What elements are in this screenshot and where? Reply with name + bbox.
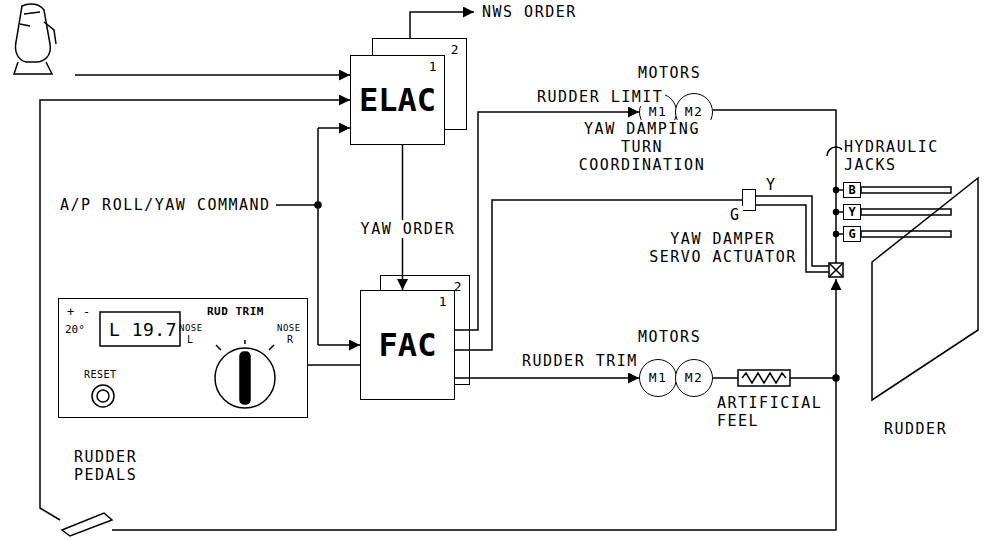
- edge-label: RUDDER TRIM: [520, 352, 640, 370]
- node-text: L 19.7: [109, 319, 177, 341]
- node-text: FAC: [379, 326, 437, 364]
- node-text: 20°: [65, 323, 85, 336]
- node-text: 1: [439, 294, 448, 310]
- node-text: ELAC: [359, 81, 436, 119]
- mixing-box: [829, 263, 843, 277]
- callout-label: MOTORS: [636, 328, 703, 346]
- callout-label: ARTIFICIAL FEEL: [715, 394, 834, 430]
- node-text: B: [848, 184, 855, 196]
- callout-label: A/P ROLL/YAW COMMAND: [58, 196, 273, 214]
- rudder-pedal-icon: [62, 513, 112, 536]
- feel-to-rudder: [835, 279, 837, 378]
- node-text: M2: [685, 104, 704, 120]
- controller-box: ELAC 1: [350, 55, 445, 145]
- nws-wire: [410, 12, 474, 38]
- node-text: +: [67, 305, 74, 319]
- pedal-feedback-wire: [40, 100, 350, 520]
- trim-display: [100, 312, 180, 346]
- edge-label: YAW DAMPING TURN COORDINATION: [560, 120, 724, 174]
- motor-circle: M1: [639, 359, 677, 397]
- node-text: 2: [451, 42, 460, 58]
- hydraulic-jack: B: [843, 182, 861, 198]
- servo-actuator: YAW DAMPER SERVO ACTUATOR: [742, 189, 756, 211]
- node-text: YAW DAMPER SERVO ACTUATOR: [647, 230, 799, 266]
- reset-button: [97, 390, 109, 402]
- node-text: 1: [429, 59, 438, 75]
- node-text: M1: [649, 104, 668, 120]
- callout-label: Y: [764, 176, 779, 194]
- autopilot-wire: [318, 127, 350, 129]
- callout-label: NWS ORDER: [480, 3, 579, 21]
- node-text: NOSE: [277, 323, 301, 334]
- artificial-feel-spring: [738, 370, 790, 386]
- callout-label: RUDDER PEDALS: [72, 448, 156, 484]
- edge-label: RUDDER LIMIT: [535, 88, 665, 106]
- knob-pointer: [240, 352, 250, 404]
- rudder-trim-panel: RUD TRIML 19.7NOSELNOSERRESET+-20°: [58, 298, 308, 418]
- node-text: L: [187, 334, 194, 346]
- sidestick-icon: [14, 4, 56, 74]
- rudder-surface: [872, 178, 978, 400]
- controller-box: FAC1: [360, 290, 455, 400]
- knob-ticks: [216, 340, 274, 350]
- node-text: RESET: [84, 369, 117, 381]
- edge-label: YAW ORDER: [359, 220, 458, 238]
- signal-connector: [308, 364, 360, 366]
- signal-connector: [455, 377, 639, 379]
- callout-label: HYDRAULIC JACKS: [842, 138, 976, 174]
- node-text: NOSE: [179, 323, 203, 334]
- motor-circle: M2: [675, 359, 713, 397]
- node-text: 2: [454, 279, 463, 295]
- sidestick-wire: [75, 74, 350, 76]
- signal-connector: [402, 145, 404, 290]
- node-text: M1: [649, 370, 668, 386]
- signal-connector: [455, 200, 742, 350]
- node-text: RUD TRIM: [207, 305, 264, 318]
- callout-label: MOTORS: [636, 64, 703, 82]
- node-text: M2: [685, 370, 704, 386]
- node-text: Y: [848, 206, 855, 218]
- reset-button: [92, 385, 114, 407]
- trim-panel-artwork: [58, 298, 308, 418]
- autopilot-wire: [318, 344, 360, 346]
- hydraulic-jack: G: [843, 226, 861, 242]
- node-text: G: [848, 228, 855, 240]
- hydraulic-jack: Y: [843, 204, 861, 220]
- node-text: R: [287, 334, 294, 346]
- trim-knob: [215, 348, 275, 408]
- callout-label: G: [728, 206, 743, 224]
- node-text: -: [83, 305, 90, 319]
- junction-dot: [315, 202, 321, 208]
- callout-label: RUDDER: [882, 420, 949, 438]
- trim-motor-output: [713, 377, 836, 379]
